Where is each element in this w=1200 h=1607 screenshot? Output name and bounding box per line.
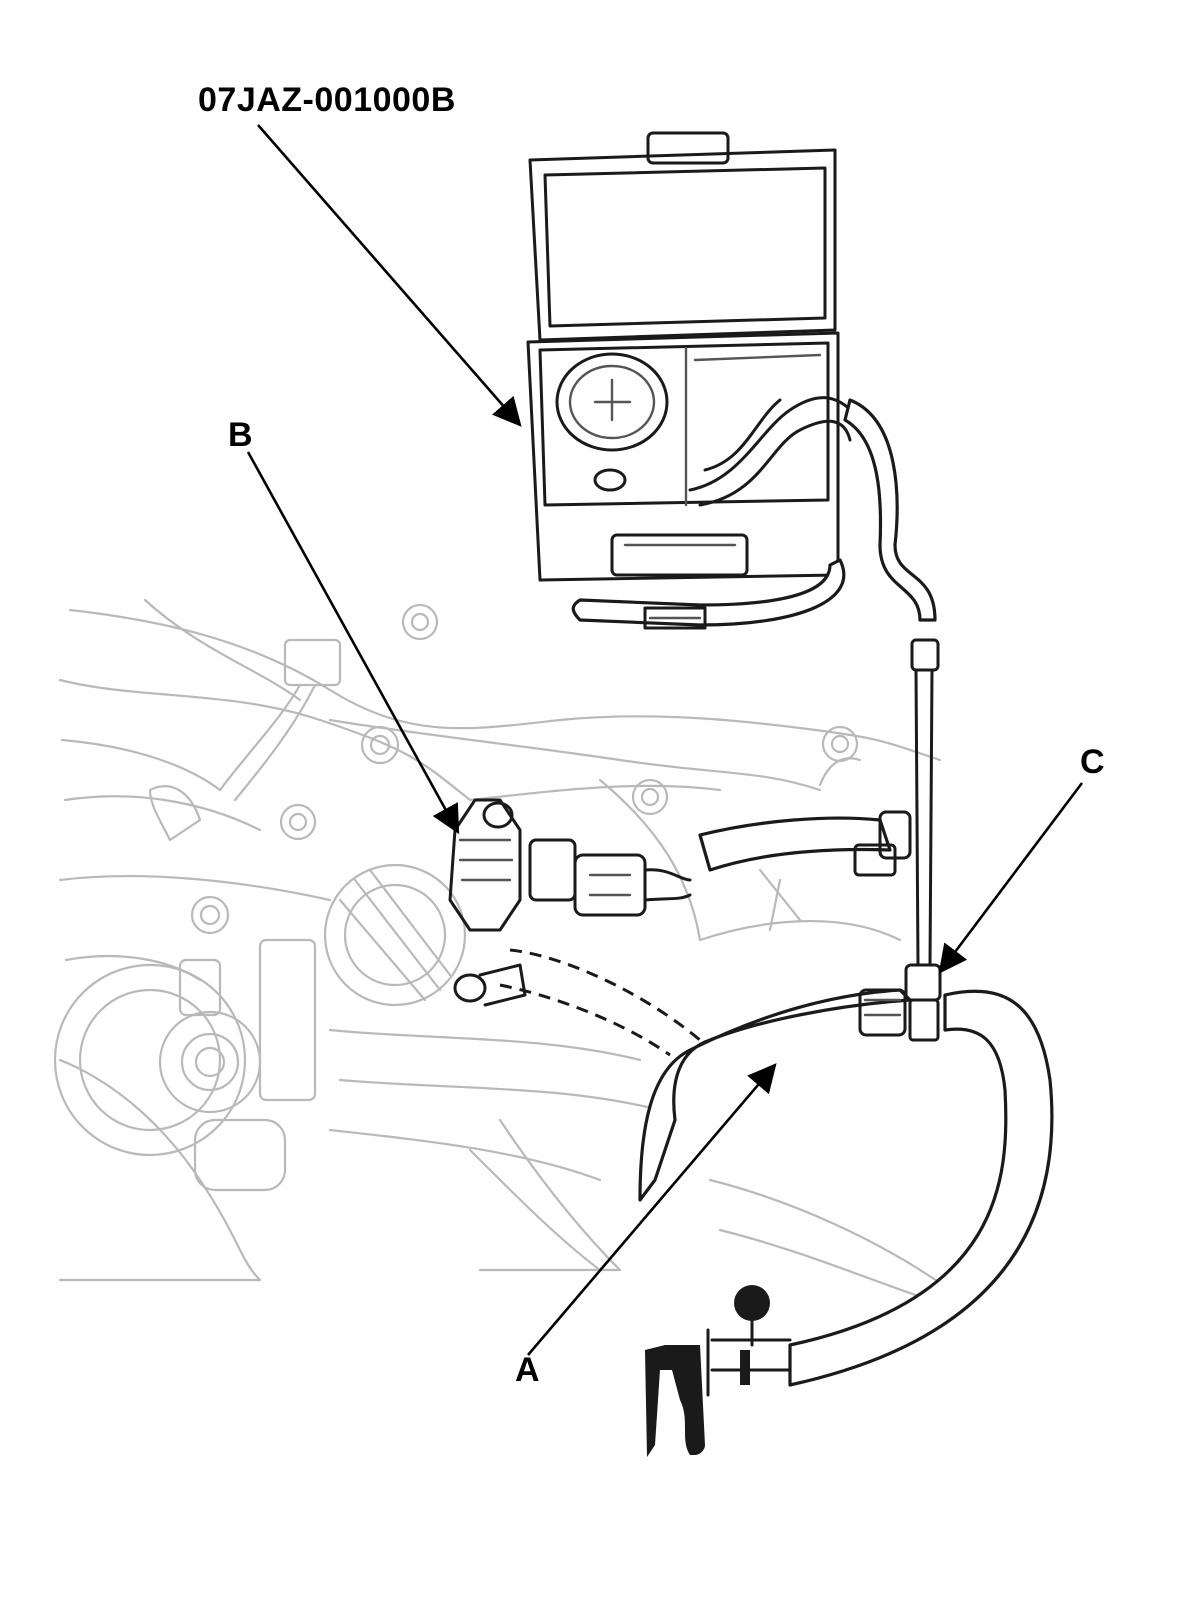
engine-background: [53, 598, 952, 1302]
leader-tool: [257, 124, 522, 427]
hose-icon: [571, 398, 1054, 1387]
leader-b: [246, 451, 460, 835]
callout-c-label: C: [1080, 743, 1105, 781]
callout-a-label: A: [515, 1351, 540, 1389]
callout-b-label: B: [228, 416, 253, 454]
connector-icon: [573, 853, 647, 917]
tester-case-icon: [526, 131, 862, 582]
purge-solenoid-valve: [448, 798, 912, 1057]
leader-a: [527, 1063, 777, 1356]
tool-number-label: 07JAZ-001000B: [198, 81, 456, 119]
pressure-gauge-icon: [555, 352, 669, 452]
leader-lines: [246, 124, 1084, 1356]
hand-pump-icon: [645, 1285, 792, 1457]
leader-c: [938, 782, 1084, 974]
